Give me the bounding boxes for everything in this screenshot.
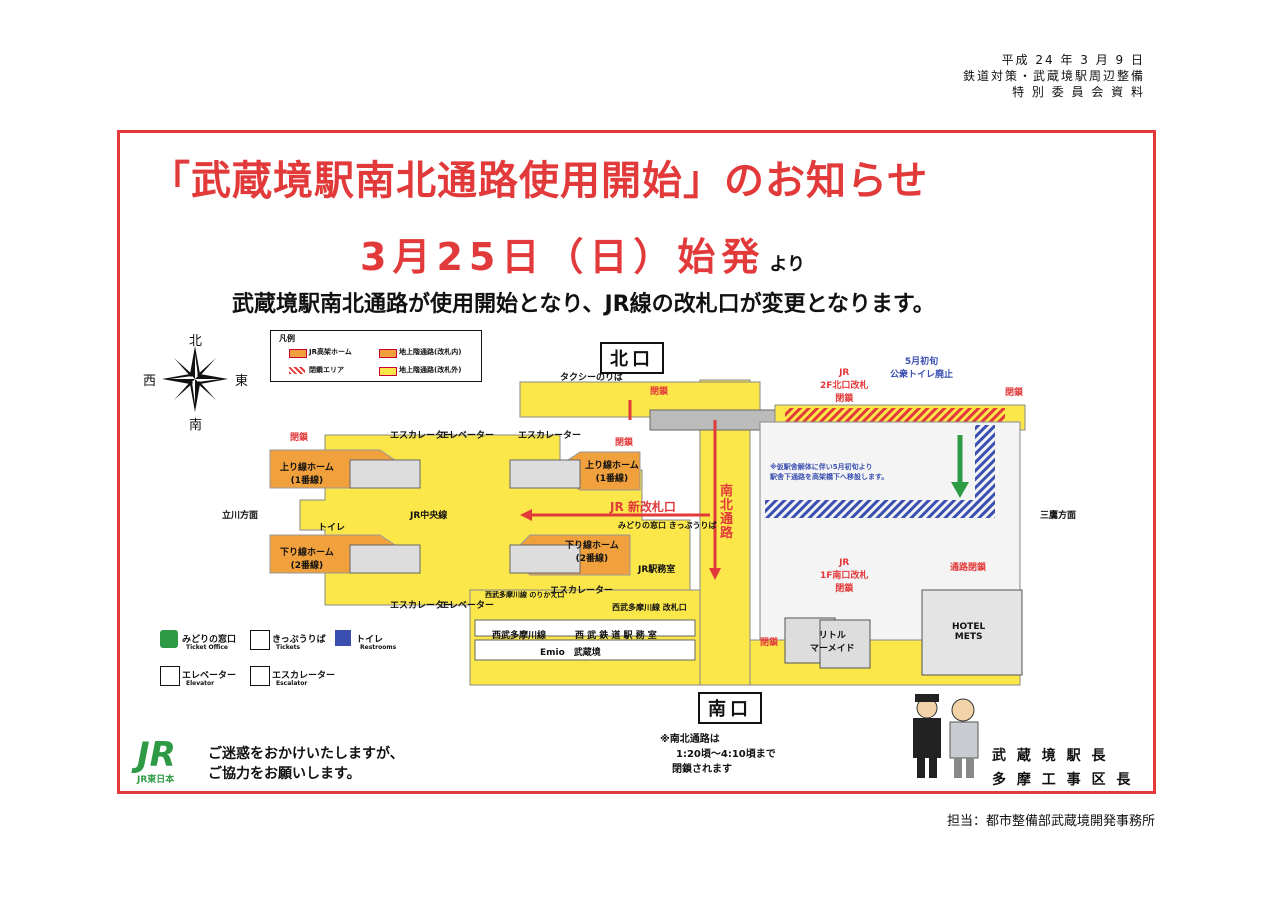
escalator-label-ne: エスカレーター bbox=[518, 431, 582, 441]
jr-east-logo: JR JR東日本 bbox=[137, 738, 176, 785]
jr-logo-caption: JR東日本 bbox=[137, 775, 175, 785]
icon-legend-toilet-en: Restrooms bbox=[360, 644, 397, 651]
date-suffix: より bbox=[769, 254, 805, 275]
compass-west: 西 bbox=[143, 374, 157, 389]
ticket-icon bbox=[250, 630, 270, 650]
elevator-label-s: エレベーター bbox=[440, 601, 495, 611]
icon-legend-midori: みどりの窓口 bbox=[182, 635, 237, 645]
closed-label-ne: 閉鎖 bbox=[1005, 388, 1024, 398]
notice-frame bbox=[117, 130, 1156, 794]
legend-item-closed: 閉鎖エリア bbox=[309, 366, 344, 374]
notice-title: 「武蔵境駅南北通路使用開始」のお知らせ bbox=[150, 158, 929, 204]
staff-illustration-icon bbox=[913, 694, 979, 778]
seibu-line-label: 西武多摩川線 bbox=[492, 631, 547, 641]
apology-message: ご迷惑をおかけいたしますが、 ご協力をお願いします。 bbox=[208, 744, 404, 784]
compass-north: 北 bbox=[189, 334, 203, 349]
down-platform-east: 下り線ホーム(2番線) bbox=[565, 541, 619, 564]
closure-line-2: 1:20頃～4:10頃まで bbox=[676, 749, 776, 760]
footer-contact: 担当：都市整備部武蔵境開発事務所 bbox=[946, 814, 1155, 829]
signature-block: 武 蔵 境 駅 長 多 摩 工 事 区 長 bbox=[992, 744, 1133, 792]
start-date: 3月25日（日）始発 bbox=[360, 235, 766, 279]
apology-line-2: ご協力をお願いします。 bbox=[208, 766, 361, 782]
seibu-transfer-label: 西武多摩川線 のりかえ口 bbox=[485, 591, 565, 599]
escalator-label-nw: エスカレーター bbox=[390, 431, 454, 441]
jr-logo-mark: JR bbox=[137, 735, 176, 775]
jr-central-label: JR中央線 bbox=[410, 511, 448, 521]
signature-line-1: 武 蔵 境 駅 長 bbox=[992, 748, 1109, 764]
legend-swatch-inside bbox=[379, 349, 397, 358]
temp-building-note: ※仮駅舎解体に伴い5月初旬より駅舎下通路を高架橋下へ移設します。 bbox=[770, 463, 889, 481]
closed-label-south: 閉鎖 bbox=[760, 638, 779, 648]
toilet-label-map: トイレ bbox=[318, 523, 346, 533]
escalator-icon bbox=[250, 666, 270, 686]
seibu-office-label: 西 武 鉄 道 駅 務 室 bbox=[575, 631, 657, 641]
closure-line-3: 閉鎖されます bbox=[672, 764, 732, 775]
compass-south: 南 bbox=[189, 418, 203, 433]
escalator-label-sw: エスカレーター bbox=[390, 601, 454, 611]
signature-line-2: 多 摩 工 事 区 長 bbox=[992, 772, 1134, 788]
little-mermaid-label: リトルマーメイド bbox=[810, 631, 855, 654]
tachikawa-label: 立川方面 bbox=[222, 511, 259, 521]
station-map-drawing bbox=[269, 379, 1026, 686]
icon-legend-elevator-en: Elevator bbox=[186, 680, 215, 687]
header-date: 平成 24 年 3 月 9 日 bbox=[1001, 53, 1145, 67]
road-closed-label: 通路閉鎖 bbox=[950, 563, 987, 573]
down-platform-west: 下り線ホーム(2番線) bbox=[280, 548, 334, 571]
compass: 北 南 西 東 bbox=[140, 330, 250, 433]
escalator-label-se: エスカレーター bbox=[550, 586, 614, 596]
new-gate-label: JR 新改札口 bbox=[610, 500, 676, 514]
toilet-icon bbox=[335, 630, 351, 646]
icon-legend-kippu: きっぷうりば bbox=[272, 635, 326, 645]
icon-legend-midori-en: Ticket Office bbox=[186, 644, 228, 651]
legend-title: 凡例 bbox=[279, 334, 295, 343]
legend-item-inside: 地上階通路(改札内) bbox=[399, 348, 462, 356]
closure-hours-note: ※南北通路は 1:20頃～4:10頃まで 閉鎖されます bbox=[660, 732, 776, 777]
apology-line-1: ご迷惑をおかけいたしますが、 bbox=[208, 746, 404, 762]
compass-rose-icon bbox=[162, 346, 228, 412]
legend-item-platform: JR高架ホーム bbox=[309, 348, 352, 356]
station-map: 北口 南口 タクシーのりば 閉鎖 閉鎖 閉鎖 閉鎖 閉鎖 上り線ホーム(1番線)… bbox=[222, 340, 1076, 724]
icon-legend-elevator: エレベーター bbox=[182, 671, 237, 681]
closure-line-1: ※南北通路は bbox=[660, 734, 720, 745]
closed-label-north: 閉鎖 bbox=[650, 387, 669, 397]
header-material: 特 別 委 員 会 資 料 bbox=[1012, 85, 1145, 99]
mitaka-label: 三鷹方面 bbox=[1040, 511, 1077, 521]
notice-date: 3月25日（日）始発より bbox=[360, 226, 805, 281]
legend-item-outside: 地上階通路(改札外) bbox=[399, 366, 462, 374]
elevator-icon bbox=[160, 666, 180, 686]
midori-kippu-label: みどりの窓口 きっぷうりば bbox=[618, 521, 717, 530]
document-header: 平成 24 年 3 月 9 日 鉄道対策・武蔵境駅周辺整備 特 別 委 員 会 … bbox=[963, 52, 1145, 100]
toilet-closure-note: 5月初旬公衆トイレ廃止 bbox=[890, 357, 954, 380]
notice-subtitle: 武蔵境駅南北通路が使用開始となり、JR線の改札口が変更となります。 bbox=[232, 292, 935, 317]
icon-legend-kippu-en: Tickets bbox=[276, 644, 301, 651]
up-platform-west: 上り線ホーム(1番線) bbox=[280, 463, 334, 486]
legend-swatch-outside bbox=[379, 367, 397, 376]
icon-legend-escalator-en: Escalator bbox=[276, 680, 308, 687]
north-exit-label: 北口 bbox=[600, 342, 664, 374]
taxi-label: タクシーのりば bbox=[560, 373, 624, 383]
elevator-label-n: エレベーター bbox=[440, 431, 495, 441]
legend-swatch-closed bbox=[289, 367, 305, 374]
legend-swatch-platform bbox=[289, 349, 307, 358]
south-exit-label: 南口 bbox=[698, 692, 762, 724]
passage-label: 南北通路 bbox=[720, 484, 734, 541]
header-committee: 鉄道対策・武蔵境駅周辺整備 bbox=[962, 69, 1145, 83]
legend-box: 凡例 JR高架ホーム 地上階通路(改札内) 閉鎖エリア 地上階通路(改札外) bbox=[270, 330, 482, 382]
compass-east: 東 bbox=[235, 374, 249, 389]
up-platform-east: 上り線ホーム(1番線) bbox=[585, 461, 639, 484]
jr-office-label: JR駅務室 bbox=[638, 565, 676, 575]
closed-label-east: 閉鎖 bbox=[615, 438, 634, 448]
icon-legend-escalator: エスカレーター bbox=[272, 671, 336, 681]
seibu-gate-label: 西武多摩川線 改札口 bbox=[612, 603, 687, 612]
icon-legend-toilet: トイレ bbox=[356, 635, 384, 645]
midori-icon bbox=[160, 630, 178, 648]
closed-label-west: 閉鎖 bbox=[290, 433, 309, 443]
emio-label: Emio 武蔵境 bbox=[540, 648, 601, 658]
icon-legend: みどりの窓口 Ticket Office きっぷうりば Tickets トイレ … bbox=[160, 630, 400, 690]
